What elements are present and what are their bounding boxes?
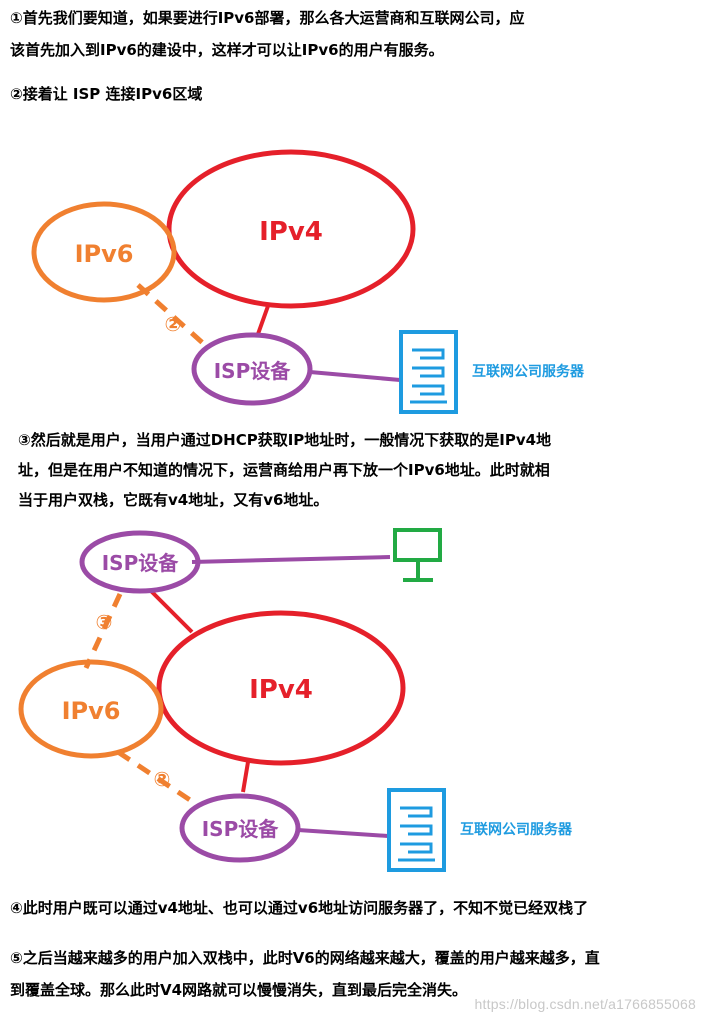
isp-server-link — [309, 370, 401, 382]
paragraph-4: ④此时用户既可以通过v4地址、也可以通过v6地址访问服务器了，不知不觉已经双栈了 — [10, 899, 589, 917]
ipv6-label: IPv6 — [75, 240, 134, 268]
server-icon — [399, 330, 458, 414]
watermark: https://blog.csdn.net/a1766855068 — [474, 996, 696, 1012]
ipv4-label-2: IPv4 — [249, 675, 313, 705]
paragraph-2: ②接着让 ISP 连接IPv6区域 — [10, 85, 203, 103]
paragraph-5-line-1: ⑤之后当越来越多的用户加入双栈中，此时V6的网络越来越大，覆盖的用户越来越多，直 — [10, 949, 600, 967]
bottom-isp-device-ellipse — [179, 793, 301, 863]
server-label: 互联网公司服务器 — [472, 363, 585, 380]
paragraph-3-line-2: 址，但是在用户不知道的情况下，运营商给用户再下放一个IPv6地址。此时就相 — [18, 461, 550, 479]
top-isp-ipv4-link — [148, 588, 194, 634]
ipv4-network-ellipse-2 — [156, 610, 406, 766]
ipv4-network-ellipse — [166, 149, 416, 309]
step-2-marker-2: ② — [154, 767, 171, 791]
paragraph-1-line-1: ①首先我们要知道，如果要进行IPv6部署，那么各大运营商和互联网公司，应 — [10, 9, 525, 27]
top-isp-ipv6-link — [83, 592, 123, 670]
paragraph-1-line-2: 该首先加入到IPv6的建设中，这样才可以让IPv6的用户有服务。 — [10, 41, 444, 59]
ipv4-isp-link — [256, 305, 270, 335]
diagram-ipv6-isp-connection: IPv4 IPv6 ② ISP设备 互联网公司服务器 — [31, 149, 585, 414]
bottom-isp-server-link — [297, 828, 389, 838]
step-3-marker: ③ — [96, 610, 113, 634]
top-isp-device-ellipse — [79, 530, 201, 594]
paragraph-3-line-3: 当于用户双栈，它既有v4地址，又有v6地址。 — [18, 491, 329, 509]
ipv6-network-ellipse — [31, 201, 177, 303]
ipv4-bottom-isp-link — [241, 761, 250, 793]
paragraph-3-line-1: ③然后就是用户，当用户通过DHCP获取IP地址时，一般情况下获取的是IPv4地 — [18, 431, 552, 449]
step-2-marker: ② — [165, 312, 182, 336]
top-isp-device-label: ISP设备 — [102, 551, 180, 575]
isp-device-label: ISP设备 — [214, 359, 292, 383]
server-icon-2 — [387, 788, 446, 872]
user-pc-icon — [393, 528, 442, 582]
top-isp-user-link — [191, 555, 391, 564]
bottom-isp-ipv6-link — [116, 749, 198, 807]
ipv6-label-2: IPv6 — [62, 697, 121, 725]
ipv6-network-ellipse-2 — [18, 659, 164, 759]
paragraph-5-line-2: 到覆盖全球。那么此时V4网路就可以慢慢消失，直到最后完全消失。 — [10, 981, 468, 999]
ipv4-label: IPv4 — [259, 217, 323, 247]
ipv6-isp-link — [136, 283, 207, 347]
server-label-2: 互联网公司服务器 — [460, 821, 573, 838]
bottom-isp-device-label: ISP设备 — [202, 817, 280, 841]
isp-device-ellipse — [191, 332, 313, 406]
